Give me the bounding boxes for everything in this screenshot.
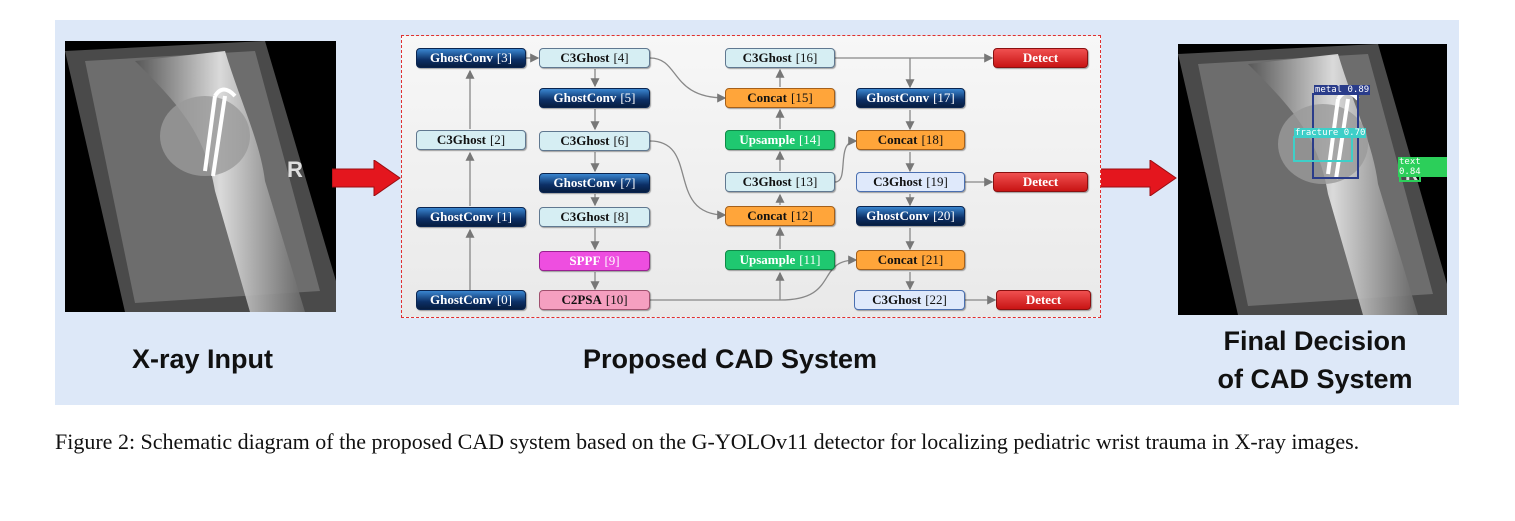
node-concat-12: Concat[12] <box>725 206 835 226</box>
node-c3ghost-2: C3Ghost[2] <box>416 130 526 150</box>
node-c2psa-10: C2PSA[10] <box>539 290 650 310</box>
node-ghostconv-1: GhostConv[1] <box>416 207 526 227</box>
node-ghostconv-5: GhostConv[5] <box>539 88 650 108</box>
detect-head-1: Detect <box>993 48 1088 68</box>
node-upsample-14: Upsample[14] <box>725 130 835 150</box>
node-concat-18: Concat[18] <box>856 130 965 150</box>
xray-input-graphic: R <box>65 41 336 312</box>
text-detection-label: text 0.84 <box>1398 157 1447 177</box>
node-c3ghost-4: C3Ghost[4] <box>539 48 650 68</box>
node-ghostconv-7: GhostConv[7] <box>539 173 650 193</box>
input-caption: X-ray Input <box>131 344 273 374</box>
figure-caption: Figure 2: Schematic diagram of the propo… <box>55 429 1360 454</box>
node-sppf-9: SPPF[9] <box>539 251 650 271</box>
node-concat-21: Concat[21] <box>856 250 965 270</box>
output-caption-line1: Final Decision <box>1223 326 1407 356</box>
node-ghostconv-3: GhostConv[3] <box>416 48 526 68</box>
node-ghostconv-20: GhostConv[20] <box>856 206 965 226</box>
node-c3ghost-13: C3Ghost[13] <box>725 172 835 192</box>
node-c3ghost-8: C3Ghost[8] <box>539 207 650 227</box>
node-concat-15: Concat[15] <box>725 88 835 108</box>
detect-head-3: Detect <box>996 290 1091 310</box>
node-ghostconv-17: GhostConv[17] <box>856 88 965 108</box>
xray-output-image: R metal 0.89 fracture 0.70 text 0.84 <box>1178 44 1447 315</box>
metal-detection-label: metal 0.89 <box>1314 85 1371 95</box>
fracture-detection-label: fracture 0.70 <box>1294 128 1367 138</box>
node-upsample-11: Upsample[11] <box>725 250 835 270</box>
detect-head-2: Detect <box>993 172 1088 192</box>
network-box <box>401 35 1101 318</box>
xray-output-graphic: R <box>1178 44 1447 315</box>
node-c3ghost-22: C3Ghost[22] <box>854 290 965 310</box>
output-arrow <box>1100 160 1177 196</box>
system-caption: Proposed CAD System <box>582 344 878 374</box>
node-c3ghost-16: C3Ghost[16] <box>725 48 835 68</box>
node-c3ghost-6: C3Ghost[6] <box>539 131 650 151</box>
node-ghostconv-0: GhostConv[0] <box>416 290 526 310</box>
xray-r-marker: R <box>287 157 303 182</box>
node-c3ghost-19: C3Ghost[19] <box>856 172 965 192</box>
xray-input-image: R <box>65 41 336 312</box>
output-caption-line2: of CAD System <box>1217 364 1413 394</box>
input-arrow <box>332 160 401 196</box>
